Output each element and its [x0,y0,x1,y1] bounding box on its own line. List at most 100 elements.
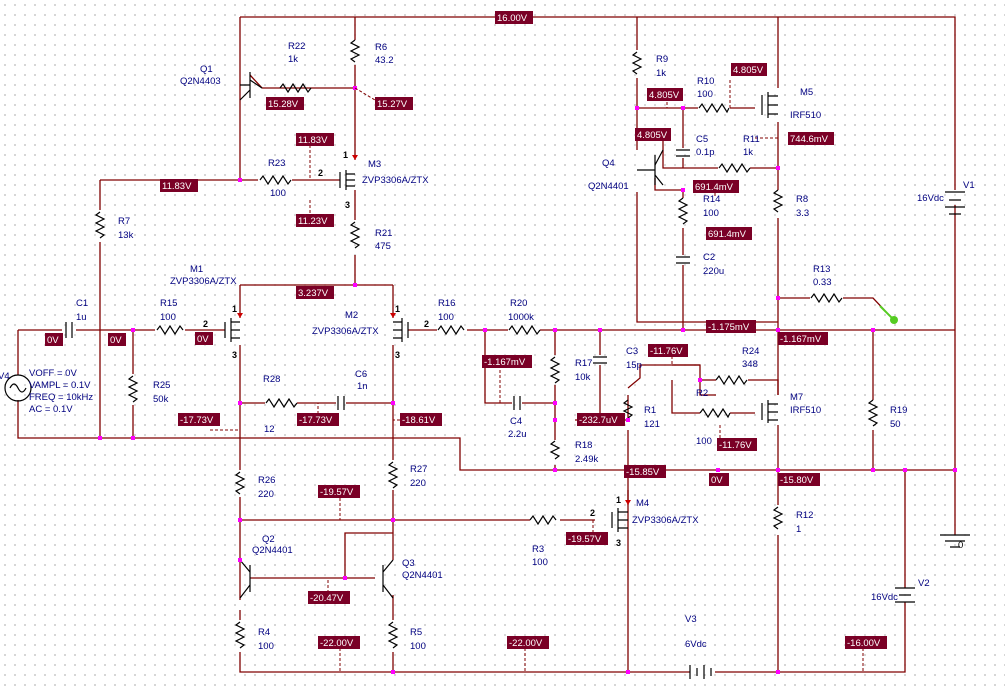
voltage-marker[interactable]: -11.76V [648,344,688,357]
svg-text:-1.175mV: -1.175mV [708,322,750,333]
mosfet-m5[interactable] [761,92,778,118]
r18-val: 2.49k [575,454,598,465]
resistor-r6[interactable] [349,39,361,63]
mosfet-m1[interactable] [224,313,243,342]
resistor-r5[interactable] [387,621,399,649]
voltage-marker[interactable]: -18.61V [400,413,442,426]
resistor-r20[interactable] [508,324,541,336]
svg-text:-22.00V: -22.00V [509,638,543,649]
sine-source-v4[interactable] [4,374,32,402]
voltage-marker[interactable]: 691.4mV [706,227,752,240]
capacitor-c5[interactable] [676,149,690,157]
voltage-marker[interactable]: -15.85V [624,465,666,478]
v3-val: 6Vdc [685,639,707,650]
r2-val: 100 [696,436,712,447]
r24-val: 348 [742,359,758,370]
resistor-r4[interactable] [234,621,246,649]
capacitor-c1[interactable] [65,322,73,338]
voltage-marker[interactable]: 0V [45,333,63,346]
voltage-marker[interactable]: 691.4mV [693,180,739,193]
battery-v2[interactable] [895,587,915,603]
resistor-r19[interactable] [867,399,879,427]
voltage-marker[interactable]: 3.237V [296,286,334,299]
bjt-q3[interactable] [382,559,394,599]
voltage-marker[interactable]: -1.167mV [482,355,532,368]
voltage-marker[interactable]: -17.73V [178,413,220,426]
resistor-r1[interactable] [622,399,634,419]
svg-text:2: 2 [203,319,208,329]
resistor-r3[interactable] [529,514,557,526]
resistor-r14[interactable] [677,197,689,225]
voltage-probe[interactable] [879,305,898,324]
battery-v1[interactable] [945,191,965,215]
resistor-r13[interactable] [810,292,843,304]
r12-ref: R12 [796,510,813,521]
mosfet-m2[interactable] [390,313,409,342]
voltage-marker[interactable]: -20.47V [308,591,350,604]
resistor-r8[interactable] [772,189,784,213]
bjt-q4[interactable] [637,149,664,186]
voltage-marker[interactable]: -16.00V [845,636,887,649]
resistor-r27[interactable] [387,461,399,489]
voltage-marker[interactable]: 0V [195,332,213,345]
resistor-r15[interactable] [156,324,184,336]
resistor-r28[interactable] [265,397,298,409]
voltage-marker[interactable]: -1.175mV [706,320,756,333]
mosfet-m3[interactable] [339,155,358,190]
resistor-r21[interactable] [349,221,361,249]
resistor-r23[interactable] [259,174,292,186]
voltage-marker[interactable]: -22.00V [318,636,360,649]
resistor-r26[interactable] [234,471,246,495]
r4-ref: R4 [258,627,270,638]
voltage-marker[interactable]: 16.00V [495,11,533,24]
svg-text:691.4mV: 691.4mV [708,229,747,240]
resistor-r22[interactable] [279,82,312,94]
voltage-marker[interactable]: 11.23V [296,214,334,227]
resistor-r18[interactable] [549,440,561,460]
voltage-marker[interactable]: 15.27V [375,97,413,110]
resistor-r11[interactable] [718,162,751,174]
svg-text:0V: 0V [47,335,59,346]
bjt-q1[interactable] [239,72,263,101]
r1-ref: R1 [644,405,656,416]
resistor-r16[interactable] [437,324,465,336]
voltage-marker[interactable]: -11.76V [717,438,757,451]
battery-v3[interactable] [689,665,712,679]
capacitor-c3[interactable] [593,356,607,364]
voltage-marker[interactable]: 0V [108,333,126,346]
capacitor-c2[interactable] [676,256,690,264]
voltage-marker[interactable]: -1.167mV [778,332,828,345]
resistor-r17[interactable] [549,356,561,384]
voltage-marker[interactable]: 11.83V [160,179,198,192]
voltage-marker[interactable]: -22.00V [507,636,549,649]
voltage-marker[interactable]: 4.805V [647,88,683,101]
resistor-r2[interactable] [699,407,731,419]
voltage-marker[interactable]: -17.73V [297,413,339,426]
r9-val: 1k [656,68,666,79]
resistor-r9[interactable] [631,51,643,75]
voltage-marker[interactable]: 0V [709,473,729,486]
voltage-marker[interactable]: 4.805V [635,128,671,141]
voltage-marker[interactable]: -19.57V [566,532,608,545]
resistor-r24[interactable] [715,374,748,386]
c5-ref: C5 [696,134,708,145]
mosfet-m7[interactable] [761,400,778,423]
voltage-marker[interactable]: 15.28V [266,97,304,110]
resistor-r10[interactable] [698,102,730,114]
voltage-marker[interactable]: 4.805V [731,63,767,76]
voltage-marker[interactable]: 744.6mV [788,132,834,145]
resistor-r25[interactable] [127,375,139,403]
voltage-marker[interactable]: -19.57V [318,485,360,498]
r7-ref: R7 [118,216,130,227]
voltage-marker[interactable]: -15.80V [778,473,820,486]
resistor-r12[interactable] [772,506,784,530]
voltage-marker[interactable]: -232.7uV [577,413,625,426]
capacitor-c6[interactable] [337,396,345,410]
mosfet-m4[interactable] [611,500,631,532]
r11-val: 1k [743,147,753,158]
resistor-r7[interactable] [94,211,106,239]
r2-ref: R2 [696,388,708,399]
bjt-q2[interactable] [239,559,251,599]
voltage-marker[interactable]: 11.83V [296,133,334,146]
capacitor-c4[interactable] [513,396,521,410]
